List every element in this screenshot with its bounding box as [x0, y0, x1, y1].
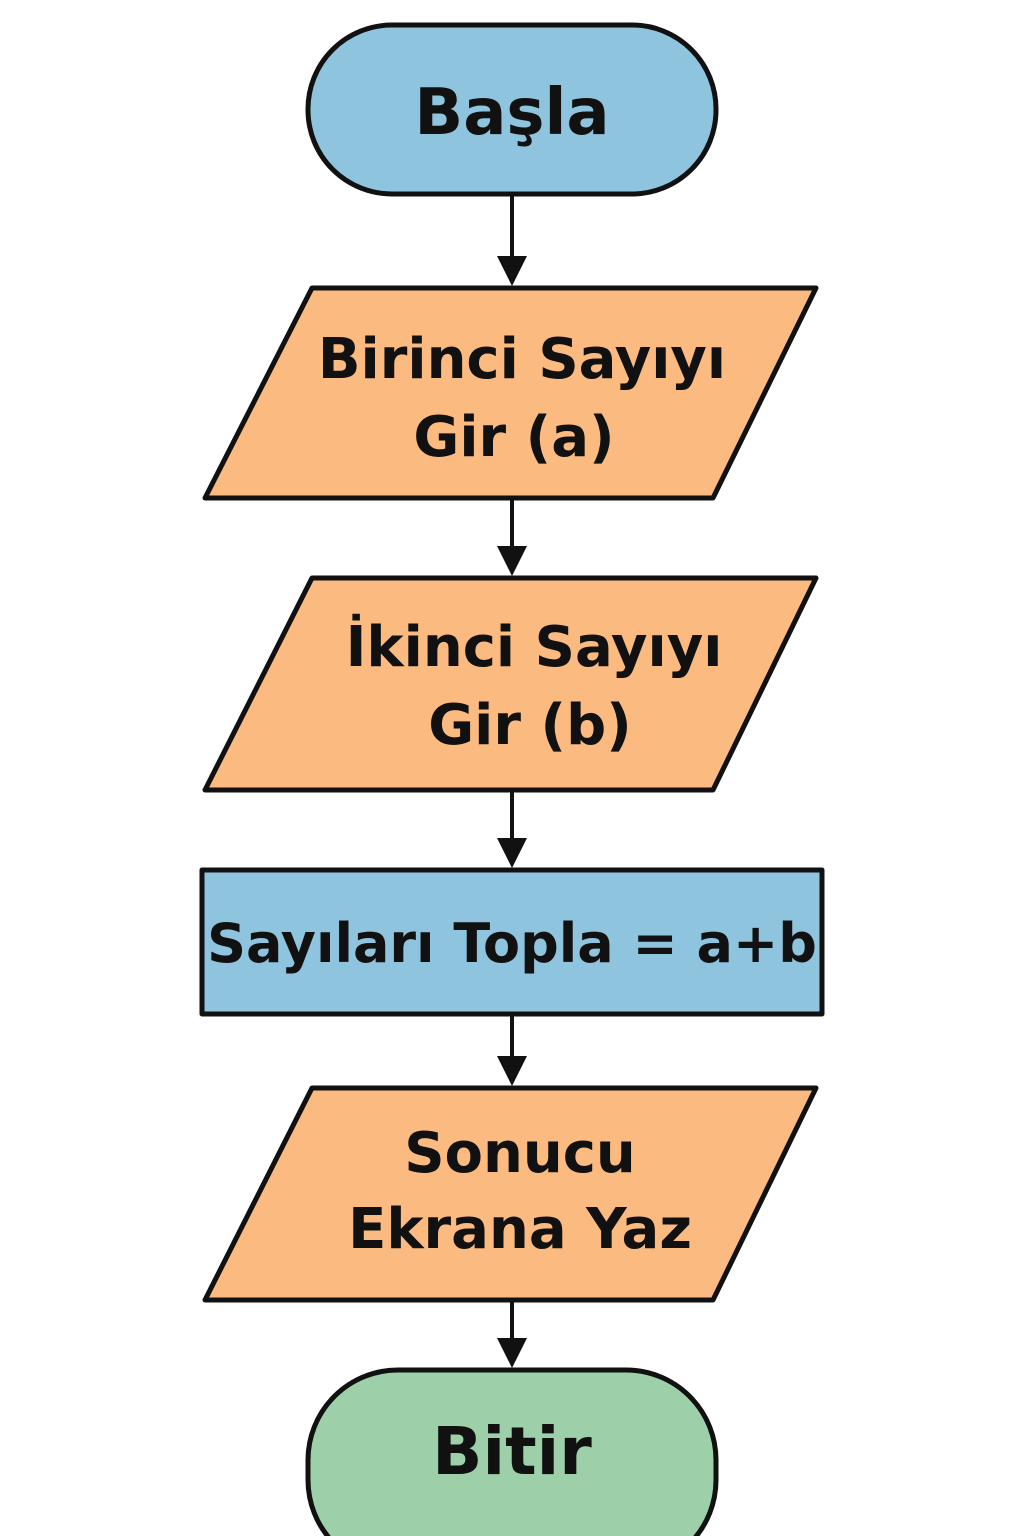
output-parallelogram: Sonucu Ekrana Yaz	[202, 1085, 819, 1303]
process-label: Sayıları Topla = a+b	[207, 912, 817, 975]
arrow-start-to-input-a	[497, 194, 527, 286]
input-b-parallelogram: İkinci Sayıyı Gir (b)	[202, 575, 819, 793]
arrow-input-a-to-input-b	[497, 498, 527, 576]
input-b-line2: Gir (b)	[428, 693, 632, 758]
end-terminator: Bitir	[305, 1367, 719, 1536]
end-label: Bitir	[432, 1413, 592, 1490]
start-terminator: Başla	[305, 22, 719, 197]
input-a-line1: Birinci Sayıyı	[318, 327, 726, 392]
input-a-parallelogram: Birinci Sayıyı Gir (a)	[202, 285, 819, 501]
arrow-input-b-to-process	[497, 790, 527, 868]
input-a-line2: Gir (a)	[413, 405, 614, 470]
output-line1: Sonucu	[404, 1121, 636, 1186]
start-label: Başla	[414, 76, 609, 150]
input-b-line1: İkinci Sayıyı	[346, 615, 723, 680]
output-line2: Ekrana Yaz	[348, 1197, 692, 1262]
arrow-output-to-end	[497, 1300, 527, 1368]
process-rectangle: Sayıları Topla = a+b	[199, 867, 825, 1017]
arrow-process-to-output	[497, 1014, 527, 1086]
